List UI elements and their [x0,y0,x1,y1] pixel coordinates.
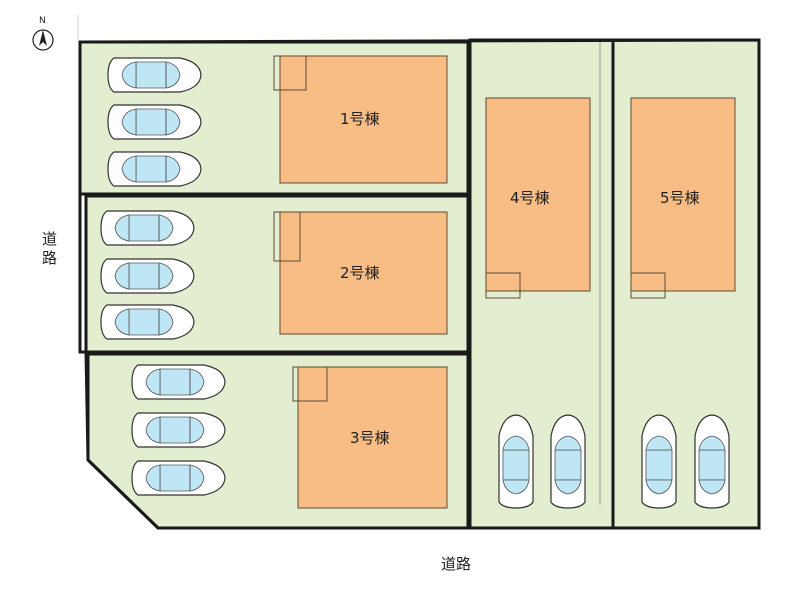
compass-icon: N [32,16,54,51]
building-label-2: 2号棟 [340,264,380,282]
building-label-5: 5号棟 [660,189,700,207]
parking-car-icon [131,412,226,448]
compass-label: N [39,16,46,26]
road-south-label: 道路 [441,555,471,573]
parking-car-icon [100,258,195,294]
parking-car-icon [641,414,677,509]
road-west-label-2: 路 [42,249,57,267]
parking-car-icon [498,414,534,509]
parking-car-icon [131,364,226,400]
building-label-1: 1号棟 [340,110,380,128]
parking-car-icon [100,210,195,246]
parking-car-icon [100,304,195,340]
building-4: 4号棟 [485,97,591,299]
parking-car-icon [107,104,202,140]
road-west-label-1: 道 [42,230,57,248]
building-5: 5号棟 [630,97,736,299]
building-label-4: 4号棟 [510,189,550,207]
building-1: 1号棟 [273,55,448,184]
parking-car-icon [131,460,226,496]
parking-car-icon [107,151,202,187]
building-2: 2号棟 [273,211,448,335]
parking-car-icon [550,414,586,509]
building-label-3: 3号棟 [350,429,390,447]
parking-car-icon [107,57,202,93]
parking-car-icon [694,414,730,509]
building-3: 3号棟 [292,366,448,509]
